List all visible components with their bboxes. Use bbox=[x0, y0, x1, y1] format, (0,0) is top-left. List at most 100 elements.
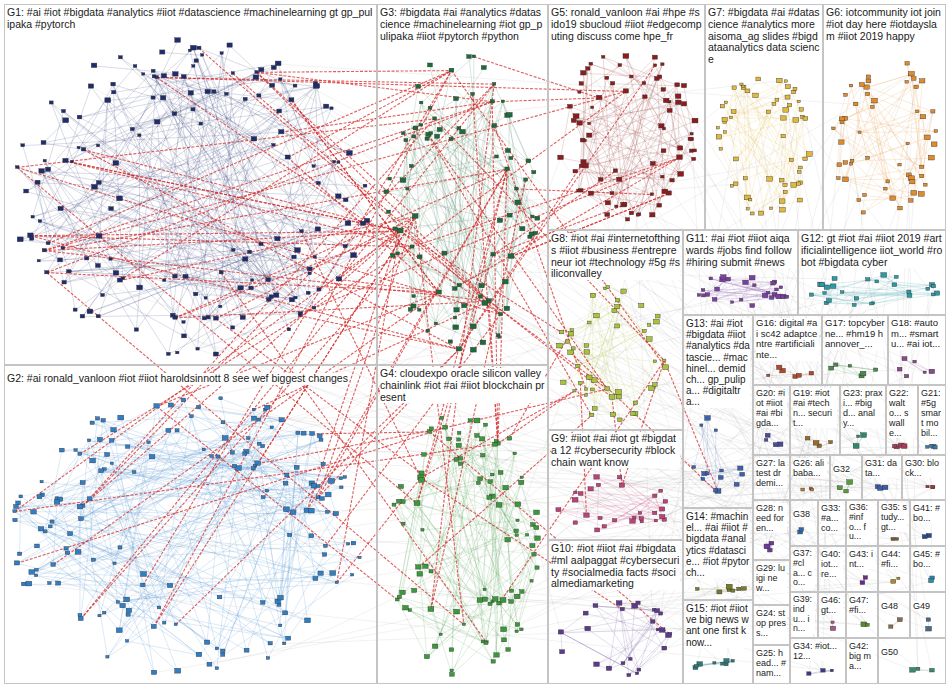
tie-line bbox=[482, 439, 516, 531]
tie-line bbox=[284, 544, 353, 644]
tie-line bbox=[731, 117, 783, 119]
vertex bbox=[194, 59, 198, 62]
tie-line bbox=[51, 103, 205, 298]
vertex bbox=[88, 84, 93, 88]
tie-line bbox=[845, 167, 921, 180]
vertex bbox=[225, 92, 229, 95]
vertex bbox=[520, 227, 525, 231]
tie-line bbox=[422, 474, 534, 555]
vertex bbox=[515, 187, 519, 190]
vertex bbox=[330, 107, 333, 110]
vertex bbox=[411, 304, 416, 308]
tie-line bbox=[474, 57, 599, 98]
tie-line bbox=[191, 417, 319, 437]
tie-line bbox=[401, 487, 495, 600]
tie-line bbox=[157, 122, 251, 288]
tie-line bbox=[175, 301, 489, 318]
tie-line bbox=[399, 574, 419, 597]
vertex bbox=[163, 279, 166, 282]
tie-line bbox=[578, 84, 612, 191]
vertex bbox=[481, 66, 486, 70]
tie-line bbox=[175, 74, 216, 354]
vertex bbox=[167, 352, 171, 355]
tie-line bbox=[734, 112, 769, 113]
vertex bbox=[312, 306, 316, 309]
tie-line bbox=[420, 455, 424, 575]
vertex bbox=[45, 271, 49, 274]
tie-line bbox=[403, 158, 511, 180]
tie-line bbox=[620, 65, 692, 134]
tie-line bbox=[175, 169, 507, 318]
tie-line bbox=[430, 108, 507, 169]
vertex bbox=[408, 308, 412, 311]
vertex bbox=[470, 347, 476, 352]
vertex bbox=[495, 155, 499, 158]
vertex bbox=[506, 112, 512, 117]
tie-line bbox=[561, 632, 637, 673]
tie-line bbox=[736, 110, 786, 159]
vertex bbox=[529, 232, 534, 236]
tie-line bbox=[604, 502, 665, 527]
tie-line bbox=[701, 425, 736, 484]
tie-line bbox=[734, 87, 788, 112]
vertex bbox=[42, 248, 46, 251]
tie-line bbox=[852, 161, 892, 199]
tie-line bbox=[598, 485, 641, 518]
tie-line bbox=[748, 81, 780, 209]
tie-line bbox=[859, 133, 887, 182]
vertex bbox=[266, 278, 271, 282]
tie-line bbox=[573, 349, 580, 384]
vertex bbox=[173, 274, 178, 278]
vertex bbox=[274, 293, 279, 297]
tie-line bbox=[397, 432, 429, 600]
vertex bbox=[248, 250, 252, 253]
vertex bbox=[113, 271, 118, 275]
tie-line bbox=[63, 86, 295, 248]
vertex bbox=[111, 82, 116, 86]
vertex bbox=[251, 279, 254, 282]
tie-line bbox=[403, 130, 439, 134]
vertex bbox=[160, 50, 165, 54]
vertex bbox=[173, 72, 179, 76]
tie-line bbox=[715, 280, 723, 300]
tie-line bbox=[67, 553, 122, 606]
vertex bbox=[401, 132, 405, 135]
vertex bbox=[21, 144, 25, 147]
vertex bbox=[45, 167, 50, 171]
tie-line bbox=[421, 481, 531, 582]
tie-line bbox=[98, 146, 252, 281]
tie-line bbox=[65, 161, 400, 231]
vertex bbox=[363, 184, 367, 187]
tie-line bbox=[45, 161, 169, 354]
tie-line bbox=[659, 97, 678, 206]
tie-line bbox=[186, 92, 208, 277]
vertex bbox=[142, 73, 145, 75]
tie-line bbox=[825, 292, 909, 293]
vertex bbox=[183, 274, 188, 278]
tie-line bbox=[725, 120, 762, 214]
tie-line bbox=[723, 277, 783, 296]
tie-line bbox=[703, 469, 741, 480]
tie-line bbox=[912, 74, 922, 176]
vertex bbox=[454, 97, 459, 101]
tie-line bbox=[127, 641, 199, 655]
tie-line bbox=[736, 104, 774, 159]
tie-line bbox=[482, 439, 508, 540]
vertex bbox=[292, 255, 296, 259]
vertex bbox=[70, 160, 73, 162]
vertex bbox=[501, 100, 504, 103]
vertex bbox=[453, 316, 456, 319]
tie-line bbox=[386, 192, 500, 221]
tie-line bbox=[741, 278, 752, 300]
vertex bbox=[417, 255, 422, 259]
tie-line bbox=[65, 161, 400, 231]
vertex bbox=[213, 316, 218, 320]
tie-line bbox=[99, 514, 335, 616]
vertex bbox=[85, 257, 89, 260]
tie-line bbox=[32, 75, 910, 573]
tie-line bbox=[152, 457, 345, 477]
vertex bbox=[15, 166, 19, 169]
vertex bbox=[213, 352, 218, 356]
tie-line bbox=[585, 141, 628, 220]
tie-line bbox=[726, 103, 736, 160]
